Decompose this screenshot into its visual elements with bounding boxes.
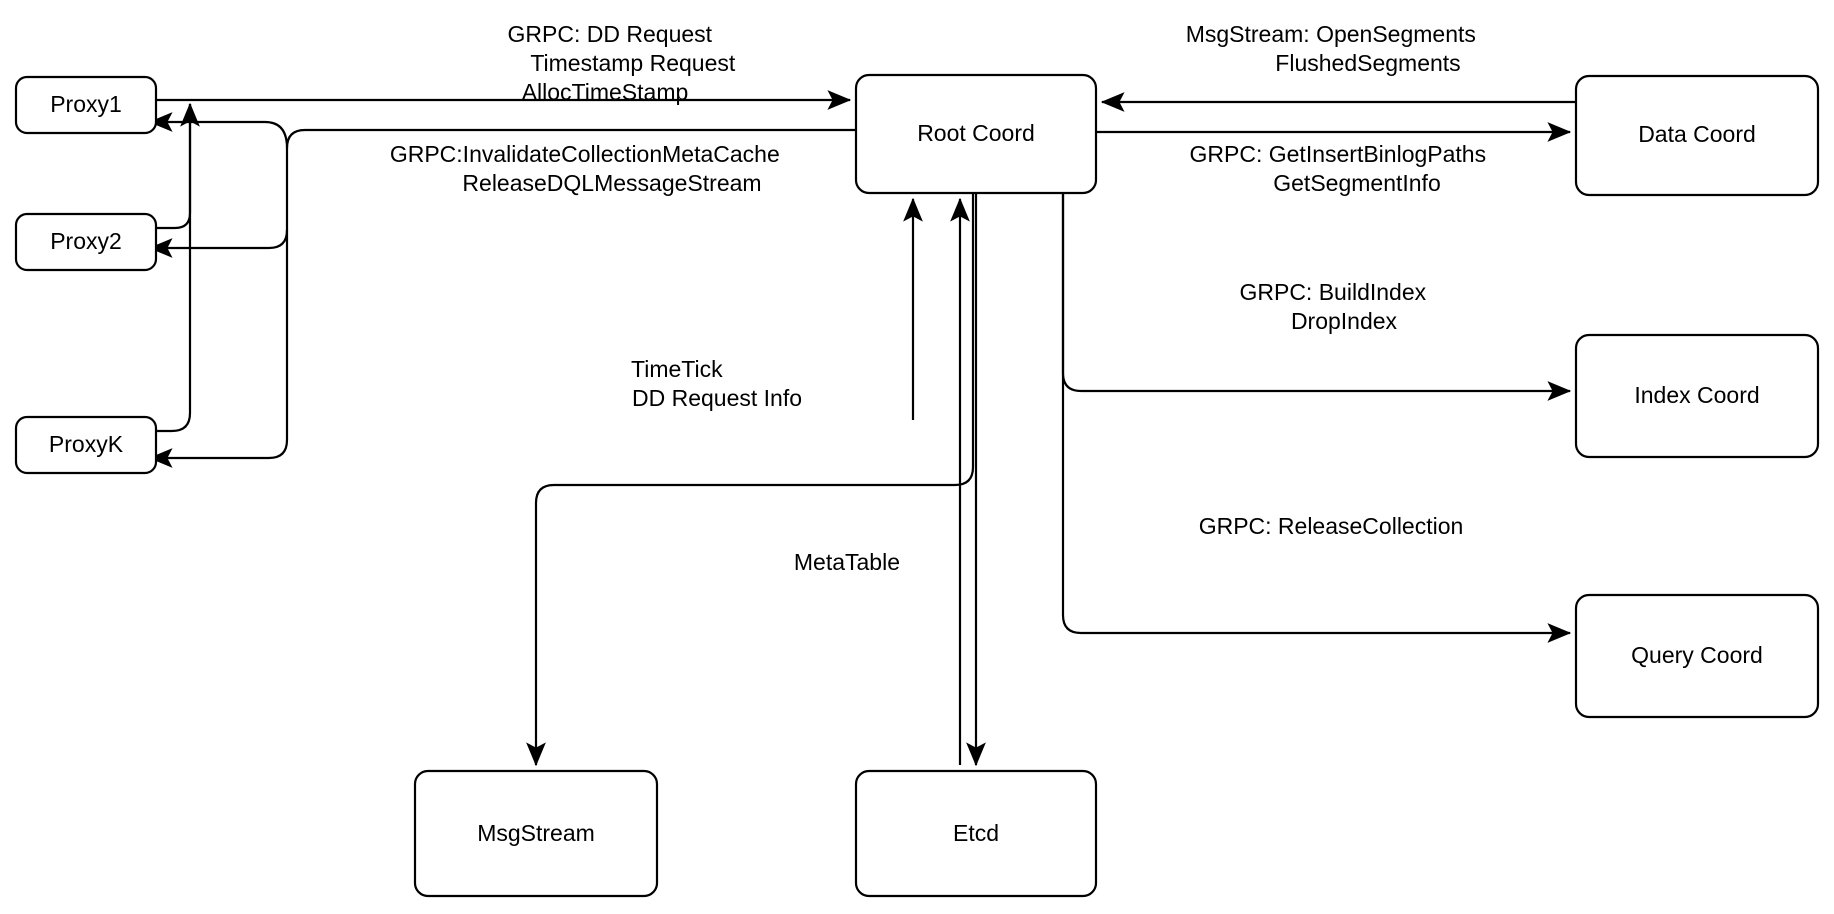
edge-label-rootcoord-to-etcd: MetaTable (794, 549, 900, 575)
node-datacoord-box[interactable] (1574, 74, 1820, 197)
edge-rootcoord-to-querycoord (1061, 193, 1572, 643)
node-proxy2[interactable]: Proxy2 (14, 212, 158, 272)
edge-rootcoord-to-proxies (148, 112, 856, 468)
edge-label-proxy-to-rootcoord: GRPC: DD Request Timestamp Request Alloc… (508, 21, 742, 105)
edge-rootcoord-to-msgstream (526, 193, 975, 767)
node-datacoord-label: Data Coord (1638, 121, 1756, 147)
node-rootcoord[interactable]: Root Coord (854, 73, 1098, 195)
node-indexcoord-label: Index Coord (1634, 382, 1759, 408)
node-indexcoord-box[interactable] (1574, 333, 1820, 459)
node-proxyk-box[interactable] (14, 415, 158, 475)
edge-label-rootcoord-to-datacoord: GRPC: GetInsertBinlogPaths GetSegmentInf… (1190, 141, 1493, 196)
node-datacoord[interactable]: Data Coord (1574, 74, 1820, 197)
edge-label-rootcoord-to-querycoord: GRPC: ReleaseCollection (1199, 513, 1464, 539)
edge-rootcoord-to-proxy1 (148, 112, 289, 149)
edge-label-rootcoord-to-proxies: GRPC:InvalidateCollectionMetaCache Relea… (390, 141, 786, 196)
node-proxy2-box[interactable] (14, 212, 158, 272)
node-msgstream-label: MsgStream (477, 820, 595, 846)
edge-layer (148, 90, 1576, 767)
node-etcd-label: Etcd (953, 820, 999, 846)
node-layer: Proxy1 Proxy2 ProxyK Root Coord Data Coo… (14, 73, 1820, 898)
node-querycoord-label: Query Coord (1631, 642, 1763, 668)
node-querycoord[interactable]: Query Coord (1574, 593, 1820, 719)
edge-proxy-to-rootcoord (156, 90, 852, 433)
edge-rootcoord-to-proxy2 (148, 229, 289, 258)
node-rootcoord-box[interactable] (854, 73, 1098, 195)
node-querycoord-box[interactable] (1574, 593, 1820, 719)
node-indexcoord[interactable]: Index Coord (1574, 333, 1820, 459)
node-rootcoord-label: Root Coord (917, 120, 1035, 146)
node-etcd[interactable]: Etcd (854, 769, 1098, 898)
edge-rootcoord-to-proxyk (148, 128, 856, 468)
node-msgstream[interactable]: MsgStream (413, 769, 659, 898)
node-proxy1-box[interactable] (14, 75, 158, 135)
node-etcd-box[interactable] (854, 769, 1098, 898)
node-proxy1-label: Proxy1 (50, 91, 122, 117)
edge-label-layer: GRPC: DD Request Timestamp Request Alloc… (390, 21, 1493, 575)
node-proxy2-label: Proxy2 (50, 228, 122, 254)
edge-label-rootcoord-to-msgstream: TimeTick DD Request Info (631, 356, 802, 411)
node-proxyk[interactable]: ProxyK (14, 415, 158, 475)
node-msgstream-box[interactable] (413, 769, 659, 898)
edge-label-rootcoord-to-indexcoord: GRPC: BuildIndex DropIndex (1239, 279, 1432, 334)
node-proxyk-label: ProxyK (49, 431, 124, 457)
node-proxy1[interactable]: Proxy1 (14, 75, 158, 135)
edge-proxyk-riser (156, 104, 192, 433)
edge-label-datacoord-to-rootcoord: MsgStream: OpenSegments FlushedSegments (1186, 21, 1483, 76)
